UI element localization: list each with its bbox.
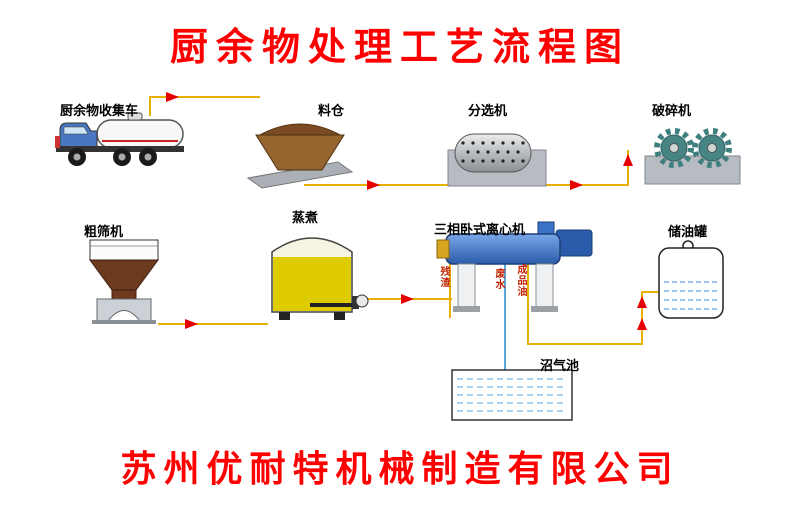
- coarse-screen-illustration: [89, 239, 159, 324]
- arrow-right-icon: [166, 92, 179, 102]
- cooker-illustration: [271, 237, 369, 320]
- product-oil-label: 成品油: [515, 264, 526, 297]
- gear-icon: [654, 128, 694, 168]
- sorter-label: 分选机: [468, 103, 508, 118]
- residue-label: 残渣: [438, 266, 449, 288]
- gear-icon: [692, 128, 732, 168]
- arrow-up-icon: [623, 154, 633, 166]
- arrow-up-icon: [637, 318, 647, 330]
- crusher-label: 破碎机: [652, 103, 692, 118]
- oil-tank-illustration: [658, 240, 724, 319]
- silo-label: 料仓: [318, 103, 345, 118]
- biogas-pool-label: 沼气池: [540, 358, 580, 373]
- sorter-illustration: [447, 133, 547, 187]
- crusher-illustration: [644, 128, 741, 185]
- arrow-right-icon: [570, 180, 583, 190]
- oil-tank-label: 储油罐: [668, 224, 708, 239]
- arrow-right-icon: [185, 319, 198, 329]
- biogas-pool-illustration: [451, 369, 573, 421]
- arrow-up-icon: [637, 296, 647, 308]
- page-title: 厨余物处理工艺流程图: [169, 27, 630, 69]
- flow-arrows: [166, 92, 647, 330]
- arrow-right-icon: [401, 294, 414, 304]
- coarse-screen-label: 粗筛机: [84, 224, 124, 239]
- centrifuge-illustration: [436, 221, 593, 312]
- flow-lines: [149, 96, 659, 345]
- cooker-label: 蒸煮: [292, 210, 319, 225]
- company-name: 苏州优耐特机械制造有限公司: [120, 449, 680, 489]
- centrifuge-label: 三相卧式离心机: [434, 222, 526, 237]
- silo-illustration: [246, 123, 354, 189]
- truck-illustration: [55, 112, 184, 166]
- arrow-right-icon: [367, 180, 380, 190]
- wastewater-label: 废水: [493, 268, 504, 290]
- truck-label: 厨余物收集车: [60, 103, 139, 118]
